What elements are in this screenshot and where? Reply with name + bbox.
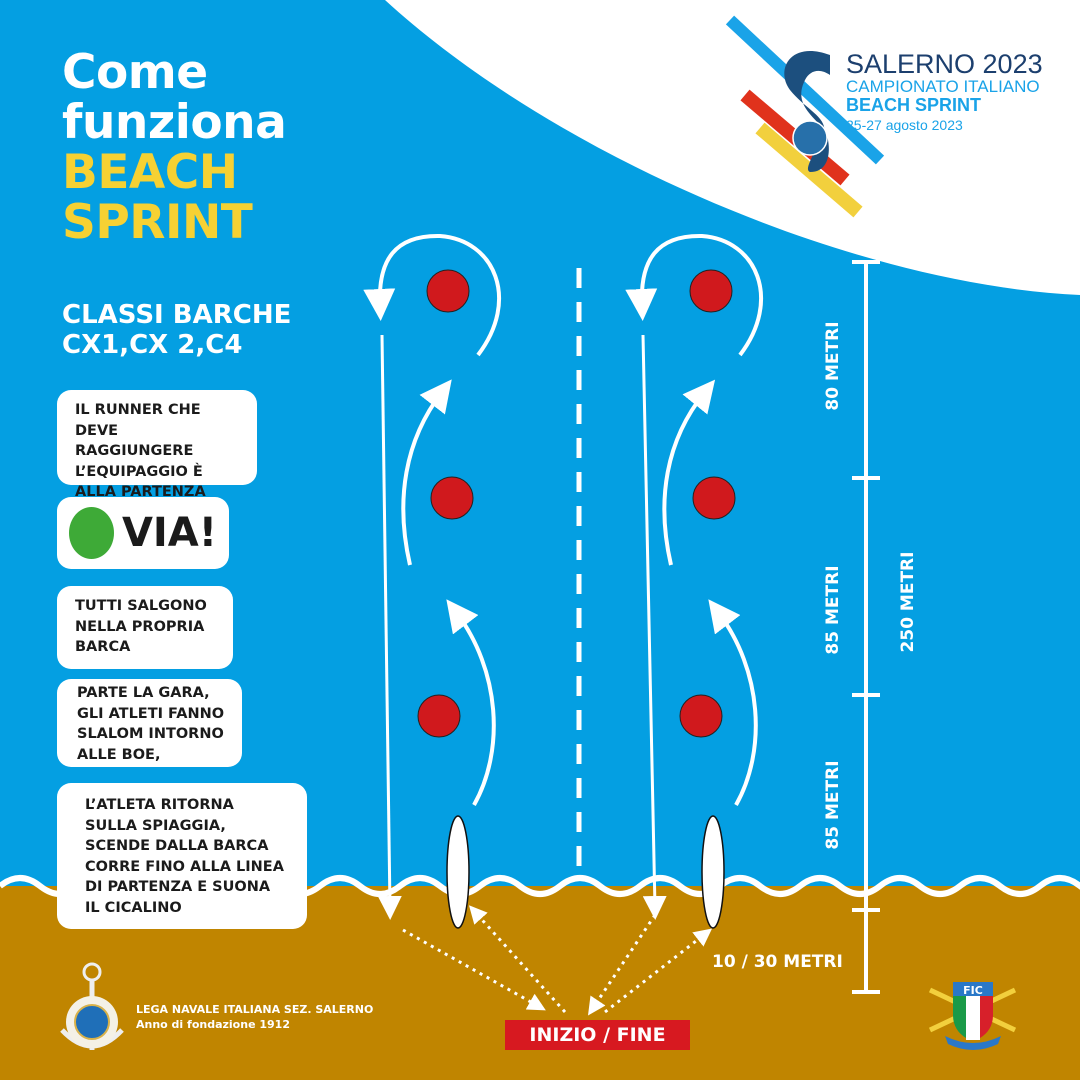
distance-label-85a: 85 METRI bbox=[823, 565, 843, 654]
lane-left bbox=[363, 233, 502, 929]
classes-list: CX1,CX 2,C4 bbox=[62, 330, 243, 360]
start-finish-label: INIZIO / FINE bbox=[505, 1020, 690, 1050]
lane-right bbox=[625, 233, 764, 929]
event-logo: SALERNO 2023 CAMPIONATO ITALIANO BEACH S… bbox=[846, 50, 1043, 133]
footer-org: LEGA NAVALE ITALIANA SEZ. SALERNO Anno d… bbox=[136, 1002, 373, 1032]
distance-label-85b: 85 METRI bbox=[823, 760, 843, 849]
event-logo-emblem bbox=[725, 15, 885, 218]
buoy bbox=[679, 694, 723, 738]
page-title: Come funziona BEACH SPRINT bbox=[62, 45, 287, 250]
distance-scale bbox=[852, 260, 880, 994]
step-race: PARTE LA GARA, GLI ATLETI FANNO SLALOM I… bbox=[57, 679, 242, 767]
step-return: L’ATLETA RITORNA SULLA SPIAGGIA, SCENDE … bbox=[57, 783, 307, 929]
buoy bbox=[417, 694, 461, 738]
go-label: VIA! bbox=[121, 510, 217, 556]
boat bbox=[446, 815, 470, 929]
buoy bbox=[692, 476, 736, 520]
title-line: Come bbox=[62, 45, 208, 100]
lni-logo bbox=[60, 962, 124, 1050]
buoy bbox=[430, 476, 474, 520]
org-founded: Anno di fondazione 1912 bbox=[136, 1018, 290, 1031]
distance-label-total: 250 METRI bbox=[898, 552, 918, 653]
title-highlight: BEACH bbox=[62, 145, 238, 200]
green-light-icon bbox=[69, 507, 114, 559]
boat bbox=[701, 815, 725, 929]
event-city-year: SALERNO 2023 bbox=[846, 49, 1043, 79]
event-discipline: BEACH SPRINT bbox=[846, 95, 982, 116]
classes-heading: CLASSI BARCHE bbox=[62, 300, 292, 330]
step-boarding: TUTTI SALGONO NELLA PROPRIA BARCA bbox=[57, 586, 233, 669]
buoy bbox=[689, 269, 733, 313]
white-sky-area bbox=[385, 0, 1080, 295]
boat-classes: CLASSI BARCHE CX1,CX 2,C4 bbox=[62, 300, 291, 360]
event-dates: 25-27 agosto 2023 bbox=[846, 117, 963, 134]
buoy bbox=[426, 269, 470, 313]
title-line: funziona bbox=[62, 95, 287, 150]
distance-label-80: 80 METRI bbox=[823, 321, 843, 410]
org-name: LEGA NAVALE ITALIANA SEZ. SALERNO bbox=[136, 1003, 374, 1016]
fic-logo: FIC bbox=[928, 982, 1017, 1050]
step-runner: IL RUNNER CHE DEVE RAGGIUNGERE L’EQUIPAG… bbox=[57, 390, 257, 500]
title-highlight: SPRINT bbox=[62, 195, 253, 250]
event-championship: CAMPIONATO ITALIANO bbox=[846, 77, 1040, 97]
beach-run-paths bbox=[402, 905, 713, 1016]
distance-label-beach: 10 / 30 METRI bbox=[712, 952, 843, 972]
step-go: VIA! bbox=[57, 497, 229, 569]
svg-text:FIC: FIC bbox=[963, 984, 983, 997]
